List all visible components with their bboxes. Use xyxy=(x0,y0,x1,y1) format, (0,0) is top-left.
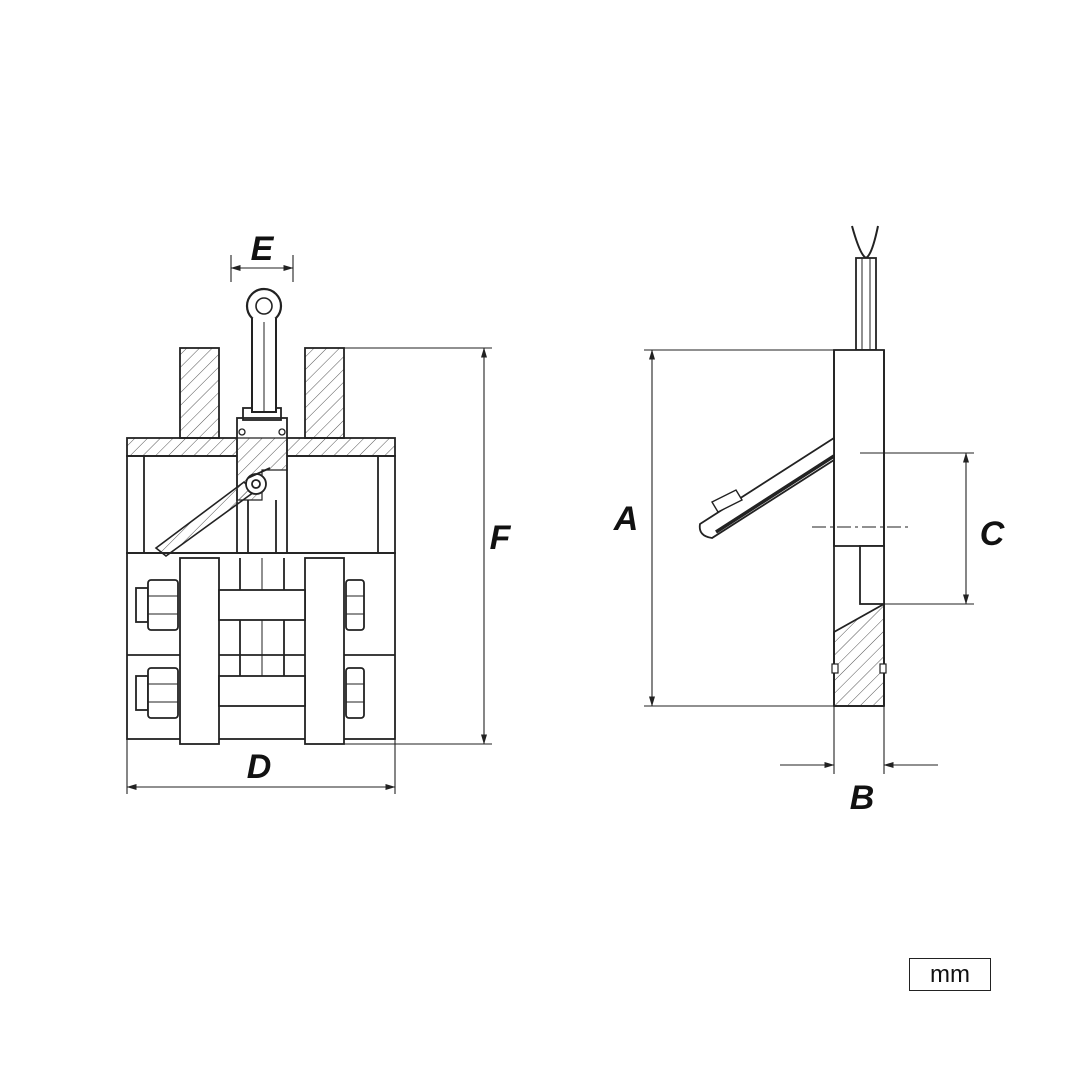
side-handle xyxy=(698,436,835,539)
nut-lower-right xyxy=(345,667,365,719)
left-top-block xyxy=(179,347,220,439)
side-view xyxy=(698,225,908,707)
label-a: A xyxy=(613,500,639,538)
side-dimensions xyxy=(644,349,974,774)
lower-housing xyxy=(126,552,396,740)
right-top-block xyxy=(304,347,345,439)
nut-upper-left xyxy=(135,579,179,631)
front-dimensions xyxy=(126,255,492,794)
left-clamp-bar xyxy=(179,557,220,745)
lifting-eye xyxy=(245,287,283,325)
side-shaft xyxy=(855,257,877,351)
label-e: E xyxy=(251,230,275,268)
upper-cross-plate xyxy=(218,589,306,621)
lower-cross-plate xyxy=(218,675,306,707)
unit-label: mm xyxy=(909,958,991,991)
label-c: C xyxy=(980,515,1005,553)
side-lifting-eye xyxy=(851,225,879,260)
label-d: D xyxy=(247,748,272,786)
label-f: F xyxy=(490,519,512,557)
front-handle xyxy=(154,467,271,558)
nut-lower-left xyxy=(135,667,179,719)
side-jaw xyxy=(833,602,885,707)
side-body xyxy=(833,349,885,547)
label-b: B xyxy=(850,779,875,817)
front-view xyxy=(126,287,396,745)
right-clamp-bar xyxy=(304,557,345,745)
nut-upper-right xyxy=(345,579,365,631)
